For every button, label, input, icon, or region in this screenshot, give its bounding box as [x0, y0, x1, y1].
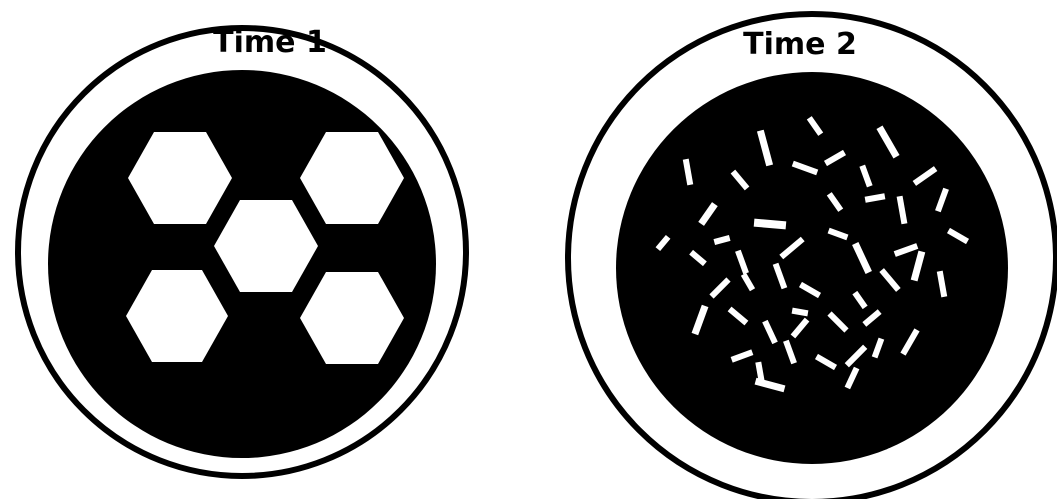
panel-time-2: Time 2	[568, 14, 1056, 499]
panel-label-time-1: Time 1	[213, 25, 327, 60]
panel-label-time-2: Time 2	[743, 27, 857, 62]
dark-disc-time-2	[616, 72, 1008, 464]
panel-time-1: Time 1	[18, 25, 466, 476]
